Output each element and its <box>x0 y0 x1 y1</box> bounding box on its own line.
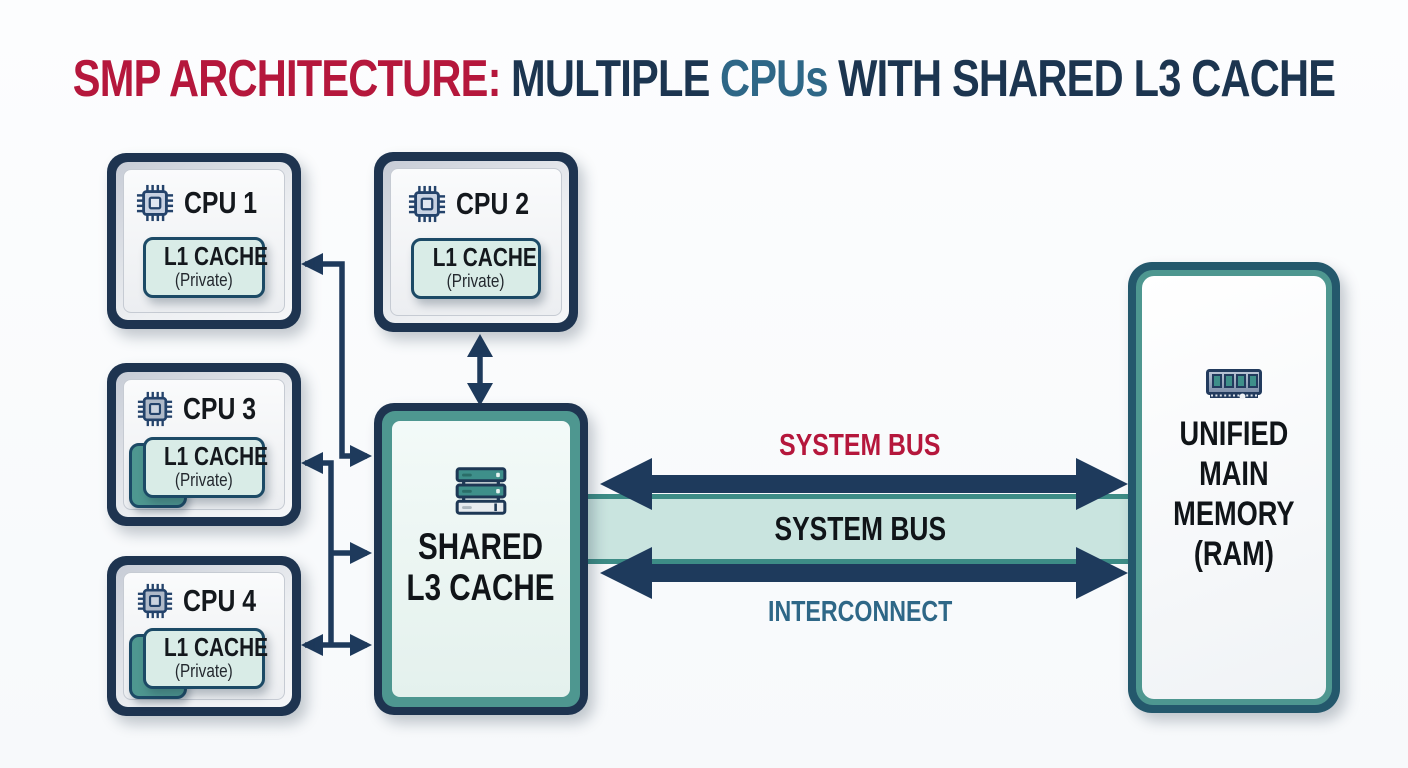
cpu-label: CPU 3 <box>183 390 257 426</box>
l3-cache-box: SHARED L3 CACHE <box>374 403 588 715</box>
title-part-steel: CPUs <box>719 50 829 108</box>
l1-cache-note: (Private) <box>175 270 233 291</box>
l1-cache-box: L1 CACHE (Private) <box>143 236 269 299</box>
system-bus-band: SYSTEM BUS <box>588 494 1132 564</box>
chip-icon <box>137 184 174 221</box>
chip-icon <box>138 583 173 618</box>
l1-cache-note: (Private) <box>175 470 233 491</box>
l1-cache-note: (Private) <box>447 271 505 292</box>
server-stack-icon <box>455 467 507 515</box>
l3-cache-label-line1: SHARED <box>418 526 544 567</box>
l1-cache-note: (Private) <box>175 661 233 682</box>
cpu-box-3: CPU 3 L1 CACHE (Private) <box>107 363 301 526</box>
l1-cache-box: L1 CACHE (Private) <box>143 627 269 690</box>
bus-arrow-top <box>600 458 1128 510</box>
diagram-title: SMP ARCHITECTURE: MULTIPLE CPUs WITH SHA… <box>73 50 1336 108</box>
l1-cache-label: L1 CACHE <box>164 240 269 271</box>
cpu-label: CPU 2 <box>456 185 530 221</box>
title-part-navy-1: MULTIPLE <box>511 50 710 108</box>
title-part-red: SMP ARCHITECTURE: <box>72 50 502 108</box>
main-memory-box: UNIFIED MAIN MEMORY (RAM) <box>1128 262 1340 713</box>
interconnect-label: INTERCONNECT <box>767 596 953 628</box>
l3-cache-label-line2: L3 CACHE <box>406 566 556 608</box>
l1-cache-label: L1 CACHE <box>433 241 538 272</box>
cpu-box-2: CPU 2 L1 CACHE (Private) <box>374 152 578 332</box>
chip-icon <box>409 185 446 222</box>
title-part-navy-2: WITH SHARED L3 CACHE <box>838 50 1336 108</box>
cpu-label: CPU 4 <box>183 582 257 618</box>
l1-cache-label: L1 CACHE <box>164 631 269 662</box>
connector-arrowheads <box>301 253 493 656</box>
l1-cache-box: L1 CACHE (Private) <box>411 237 541 300</box>
cpu-label: CPU 1 <box>184 184 258 220</box>
system-bus-band-label: SYSTEM BUS <box>774 510 946 547</box>
bus-arrow-bottom <box>600 547 1128 599</box>
system-bus-top-label: SYSTEM BUS <box>779 427 941 462</box>
cpu-box-1: CPU 1 L1 CACHE (Private) <box>107 153 301 329</box>
cpu-box-4: CPU 4 L1 CACHE (Private) <box>107 556 301 716</box>
ram-icon <box>1206 369 1262 400</box>
memory-label-line4: (RAM) <box>1193 535 1275 574</box>
l1-cache-label: L1 CACHE <box>164 440 269 471</box>
chip-icon <box>138 391 173 426</box>
l1-cache-box: L1 CACHE (Private) <box>143 436 269 499</box>
memory-label-line3: MEMORY <box>1173 495 1295 534</box>
memory-label-line1: UNIFIED <box>1179 415 1289 453</box>
memory-label-line2: MAIN <box>1199 455 1269 494</box>
